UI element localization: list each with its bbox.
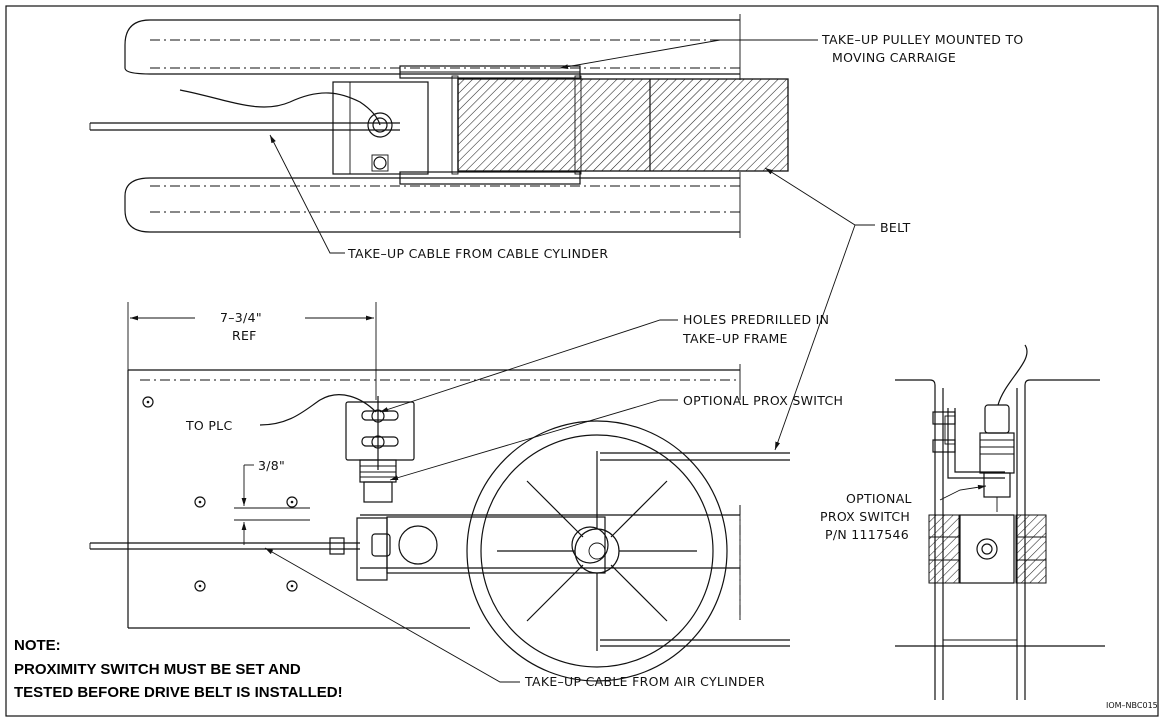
callout-labels: TAKE–UP PULLEY MOUNTED TO MOVING CARRAIG… bbox=[185, 32, 1024, 689]
air-cylinder-label: TAKE–UP CABLE FROM AIR CYLINDER bbox=[524, 674, 765, 689]
plc-cable-wire bbox=[259, 394, 377, 426]
optional-prox-label: OPTIONAL PROX SWITCH bbox=[683, 393, 843, 408]
belt-hatched-drum bbox=[457, 78, 789, 172]
prox-side-label-line3: P/N 1117546 bbox=[825, 527, 909, 542]
side-view bbox=[895, 344, 1105, 700]
top-view bbox=[89, 14, 875, 254]
front-view bbox=[89, 224, 856, 683]
gap-dimension-label: 3/8" bbox=[258, 458, 285, 473]
to-plc-label: TO PLC bbox=[185, 418, 232, 433]
takeup-pulley-label-line1: TAKE–UP PULLEY MOUNTED TO bbox=[821, 32, 1024, 47]
cable-wire-top bbox=[179, 89, 381, 126]
frame-holes bbox=[142, 396, 298, 592]
dimension-ref-label: REF bbox=[232, 328, 257, 343]
prox-side-label-line2: PROX SWITCH bbox=[820, 509, 910, 524]
holes-label-line1: HOLES PREDRILLED IN bbox=[683, 312, 829, 327]
takeup-pulley-label-line2: MOVING CARRAIGE bbox=[832, 50, 956, 65]
drawing-border bbox=[5, 5, 1159, 717]
dimension-label: 7–3/4" bbox=[220, 310, 262, 325]
note-title: NOTE: bbox=[14, 637, 61, 654]
cable-cylinder-label: TAKE–UP CABLE FROM CABLE CYLINDER bbox=[347, 246, 608, 261]
note-line1: PROXIMITY SWITCH MUST BE SET AND bbox=[14, 661, 301, 678]
drawing-id: IOM–NBC015 bbox=[1106, 701, 1158, 710]
note-line2: TESTED BEFORE DRIVE BELT IS INSTALLED! bbox=[14, 684, 343, 701]
takeup-pulley-wheel bbox=[466, 420, 728, 682]
prox-side-label-line1: OPTIONAL bbox=[846, 491, 912, 506]
warning-note: NOTE: PROXIMITY SWITCH MUST BE SET AND T… bbox=[14, 637, 343, 701]
belt-label: BELT bbox=[880, 220, 911, 235]
holes-label-line2: TAKE–UP FRAME bbox=[682, 331, 788, 346]
